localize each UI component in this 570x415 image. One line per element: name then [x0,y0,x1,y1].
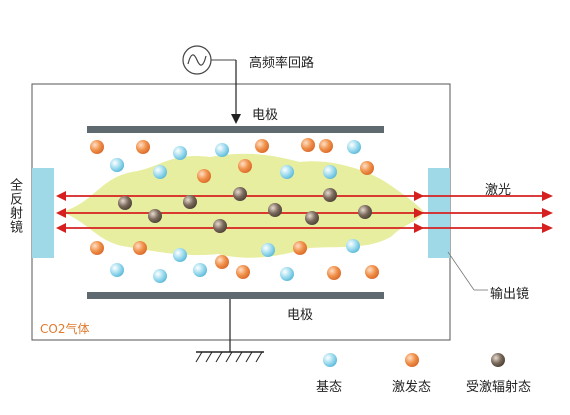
excited-particle [215,255,229,269]
rf-circuit-label: 高频率回路 [249,56,315,71]
arrow-right-icon [542,191,553,201]
gas-label: CO2气体 [40,322,90,336]
ground-particle [110,263,124,277]
ground-particle [323,165,337,179]
excited-particle [301,138,315,152]
stimulated-particle [305,211,319,225]
gas-particles [90,138,379,283]
stimulated-particle [148,209,162,223]
ground-particle [280,267,294,281]
stimulated-particle [323,188,337,202]
arrow-right-icon [414,191,424,201]
legend-ground-label: 基态 [316,380,343,395]
ground-particle [346,239,360,253]
excited-particle [133,241,147,255]
stimulated-particle [118,196,132,210]
plasma-region [62,153,424,258]
ground-particle [173,248,187,262]
legend-stimulated-dot [491,353,505,367]
excited-particle [238,159,252,173]
ground-particle [153,269,167,283]
full-mirror [32,168,54,258]
arrow-right-icon [414,208,424,218]
excited-particle [293,241,307,255]
stimulated-particle [233,187,247,201]
ground-particle [110,158,124,172]
arrow-left-icon [56,208,66,218]
excited-particle [90,140,104,154]
arrow-right-icon [414,223,424,233]
electrode-top-label: 电极 [252,108,279,123]
arrow-left-icon [56,223,66,233]
laser-beams [56,191,553,233]
ground-particle [153,165,167,179]
stimulated-particle [268,203,282,217]
stimulated-particle [213,219,227,233]
excited-particle [360,161,374,175]
full-mirror-label: 全反射镜 [7,178,22,234]
legend-excited-label: 激发态 [392,380,432,395]
excited-particle [319,139,333,153]
legend-ground-dot [323,353,337,367]
laser-label: 激光 [485,183,512,198]
ground-symbol-icon [195,351,264,363]
electrode-bottom-label: 电极 [287,308,314,323]
output-mirror-label: 输出镜 [490,287,530,302]
electrode-bottom [87,292,384,299]
ground-particle [347,140,361,154]
arrow-down-icon [231,114,241,124]
ground-particle [173,146,187,160]
ground-particle [215,143,229,157]
ground-particle [280,165,294,179]
legend-stimulated-label: 受激辐射态 [466,380,532,395]
excited-particle [327,266,341,280]
ground-particle [193,263,207,277]
excited-particle [136,140,150,154]
excited-particle [236,265,250,279]
stimulated-particle [183,195,197,209]
excited-particle [197,169,211,183]
stimulated-particle [358,205,372,219]
excited-particle [90,241,104,255]
arrow-right-icon [542,208,553,218]
sine-wave-icon [187,54,207,66]
legend-excited-dot [405,353,419,367]
arrow-right-icon [542,223,553,233]
arrow-left-icon [56,191,66,201]
excited-particle [365,265,379,279]
ground-particle [261,243,275,257]
excited-particle [255,139,269,153]
electrode-top [87,126,384,133]
